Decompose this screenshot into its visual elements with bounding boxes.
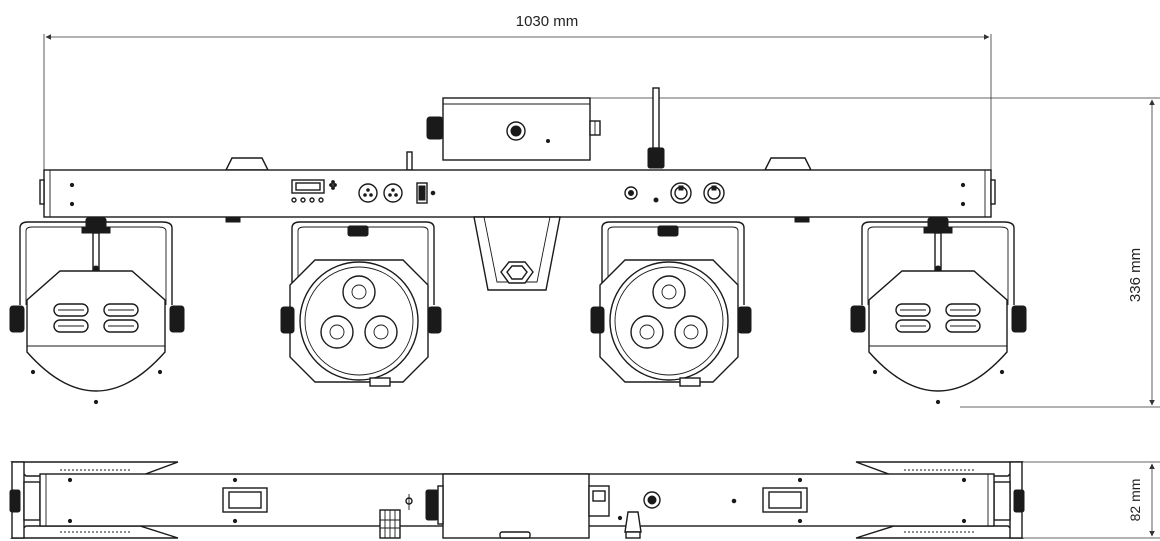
front-view: [9, 87, 1027, 405]
derby-fixture-left: [9, 217, 185, 405]
par-fixture-left: [280, 221, 442, 387]
top-view: [9, 461, 1025, 539]
center-stand: [473, 216, 561, 291]
main-bar: [39, 169, 996, 223]
right-top-handle: [763, 157, 813, 171]
derby-fixture-right: [850, 217, 1027, 405]
control-box: [406, 87, 665, 171]
width-dimension-label: 1030 mm: [516, 13, 579, 30]
left-top-handle: [224, 157, 270, 171]
depth-dimension-label: 82 mm: [1127, 479, 1143, 522]
par-fixture-right: [590, 221, 752, 387]
height-dimension-label: 336 mm: [1127, 248, 1144, 302]
depth-dimension: 82 mm: [1022, 461, 1160, 539]
width-dimension: 1030 mm: [43, 13, 992, 172]
height-dimension: 336 mm: [590, 97, 1160, 408]
